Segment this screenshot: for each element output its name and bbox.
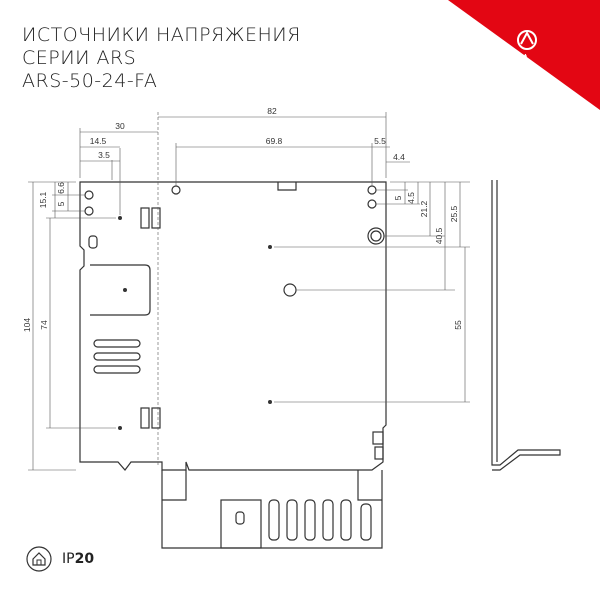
brand-name: arlight — [490, 51, 527, 65]
hole — [367, 199, 377, 209]
plate-outline — [79, 181, 387, 471]
dim-5-left: 5 — [56, 201, 66, 206]
dim-40-5: 40.5 — [434, 227, 444, 244]
dim-14-5: 14.5 — [90, 136, 107, 146]
dim-21-2: 21.2 — [419, 200, 429, 217]
hole — [367, 185, 377, 195]
dim-5-right: 5 — [393, 195, 403, 200]
hole — [171, 185, 181, 195]
dim-5-5: 5.5 — [374, 136, 386, 146]
slot — [90, 264, 151, 316]
ip-label: IP20 — [62, 551, 95, 567]
hole — [283, 283, 297, 297]
page-title: ИСТОЧНИКИ НАПРЯЖЕНИЯ СЕРИИ ARS ARS-50-24… — [22, 24, 301, 93]
arlight-logo-icon — [517, 30, 537, 50]
dim-3-5: 3.5 — [98, 150, 110, 160]
title-line-1: ИСТОЧНИКИ НАПРЯЖЕНИЯ — [22, 24, 301, 46]
dim-30: 30 — [115, 121, 125, 131]
side-profile — [491, 180, 561, 471]
dim-6-6: 6.6 — [56, 182, 66, 194]
hole — [84, 190, 94, 200]
hole — [367, 227, 385, 245]
dim-15-1: 15.1 — [38, 191, 48, 208]
title-line-3: ARS-50-24-FA — [22, 70, 158, 92]
dim-55: 55 — [453, 320, 463, 330]
dim-4-5: 4.5 — [406, 192, 416, 204]
dim-4-4: 4.4 — [393, 152, 405, 162]
indoor-house-icon — [26, 546, 52, 572]
title-line-2: СЕРИИ ARS — [22, 47, 137, 69]
dim-104: 104 — [22, 318, 32, 332]
dim-25-5: 25.5 — [449, 205, 459, 222]
hole — [84, 206, 94, 216]
dim-69-8: 69.8 — [266, 136, 283, 146]
bottom-cover — [161, 470, 383, 549]
dim-74: 74 — [39, 320, 49, 330]
ip-rating: IP20 — [26, 546, 94, 572]
dim-82: 82 — [267, 106, 277, 116]
